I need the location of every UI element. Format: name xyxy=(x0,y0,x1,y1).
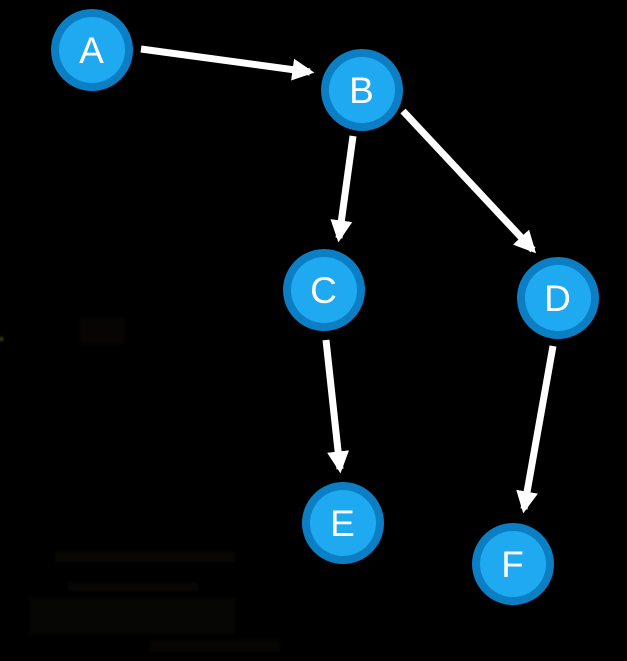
node-A-fill xyxy=(59,17,125,83)
node-D[interactable]: D xyxy=(517,257,599,339)
node-D-fill xyxy=(525,265,591,331)
node-E[interactable]: E xyxy=(302,482,384,564)
node-C[interactable]: C xyxy=(283,249,365,331)
node-B-fill xyxy=(329,57,395,123)
edge-B-D-arrow xyxy=(400,108,537,254)
edge-C-E-arrow xyxy=(322,339,350,474)
node-A[interactable]: A xyxy=(51,9,133,91)
node-A-label: A xyxy=(79,30,105,71)
edge-D-F-arrow xyxy=(516,345,557,514)
edge-A-B-arrow xyxy=(140,45,315,81)
edge-B-C-arrow xyxy=(330,135,357,243)
node-C-label: C xyxy=(310,270,338,311)
node-D-label: D xyxy=(544,278,572,319)
node-E-label: E xyxy=(330,503,356,544)
node-C-fill xyxy=(291,257,357,323)
nodes-layer: A B C D E F xyxy=(51,9,599,605)
node-B[interactable]: B xyxy=(321,49,403,131)
node-F[interactable]: F xyxy=(472,523,554,605)
node-F-fill xyxy=(480,531,546,597)
edges-layer xyxy=(140,45,557,514)
node-E-fill xyxy=(310,490,376,556)
node-B-label: B xyxy=(349,70,375,111)
node-F-label: F xyxy=(501,544,525,585)
